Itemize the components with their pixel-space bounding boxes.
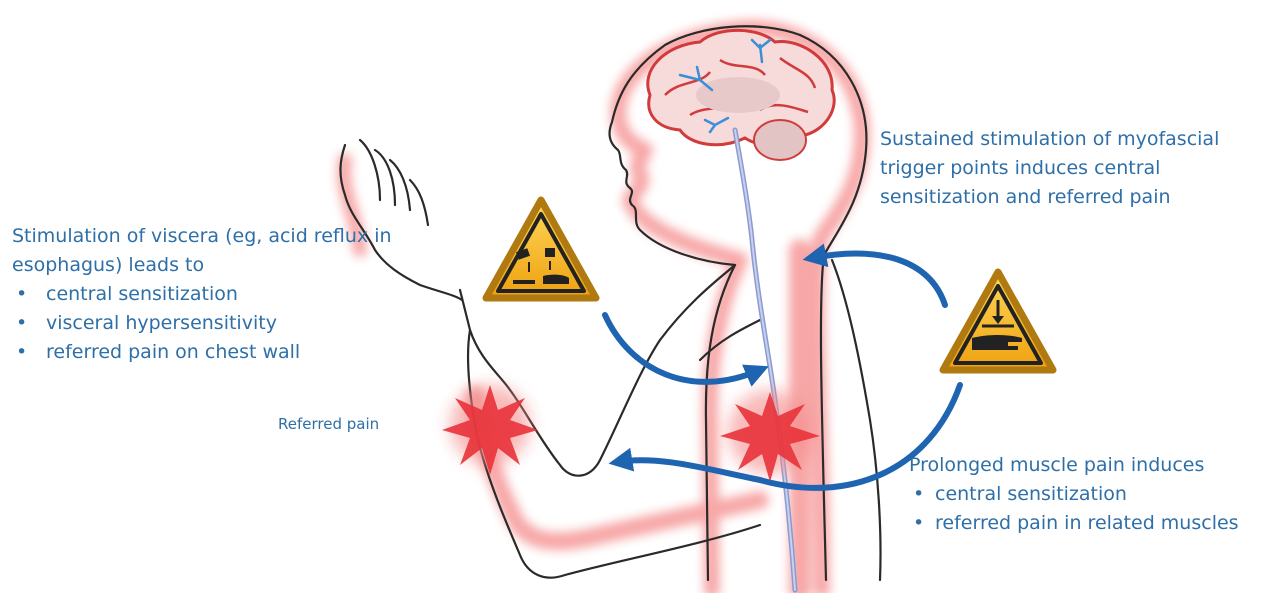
muscle-list: central sensitization referred pain in r… (909, 480, 1269, 538)
arrow-viscera-to-spine (605, 315, 760, 382)
spinal-cord (735, 130, 795, 590)
muscle-pain-text: Prolonged muscle pain induces central se… (909, 451, 1269, 538)
hand-crush-warning-icon (943, 272, 1053, 370)
visceral-intro: Stimulation of viscera (eg, acid reflux … (12, 222, 462, 280)
list-item: central sensitization (909, 480, 1269, 509)
brain (648, 30, 834, 160)
visceral-stimulation-text: Stimulation of viscera (eg, acid reflux … (12, 222, 462, 367)
corrosive-warning-icon (486, 200, 596, 298)
list-item: referred pain on chest wall (12, 338, 462, 367)
myofascial-trigger-text: Sustained stimulation of myofascial trig… (880, 125, 1270, 212)
list-item: referred pain in related muscles (909, 509, 1269, 538)
pain-burst-arm (442, 385, 538, 475)
list-item: visceral hypersensitivity (12, 309, 462, 338)
muscle-intro: Prolonged muscle pain induces (909, 451, 1269, 480)
visceral-list: central sensitization visceral hypersens… (12, 280, 462, 367)
list-item: central sensitization (12, 280, 462, 309)
referred-pain-label: Referred pain (278, 414, 379, 434)
